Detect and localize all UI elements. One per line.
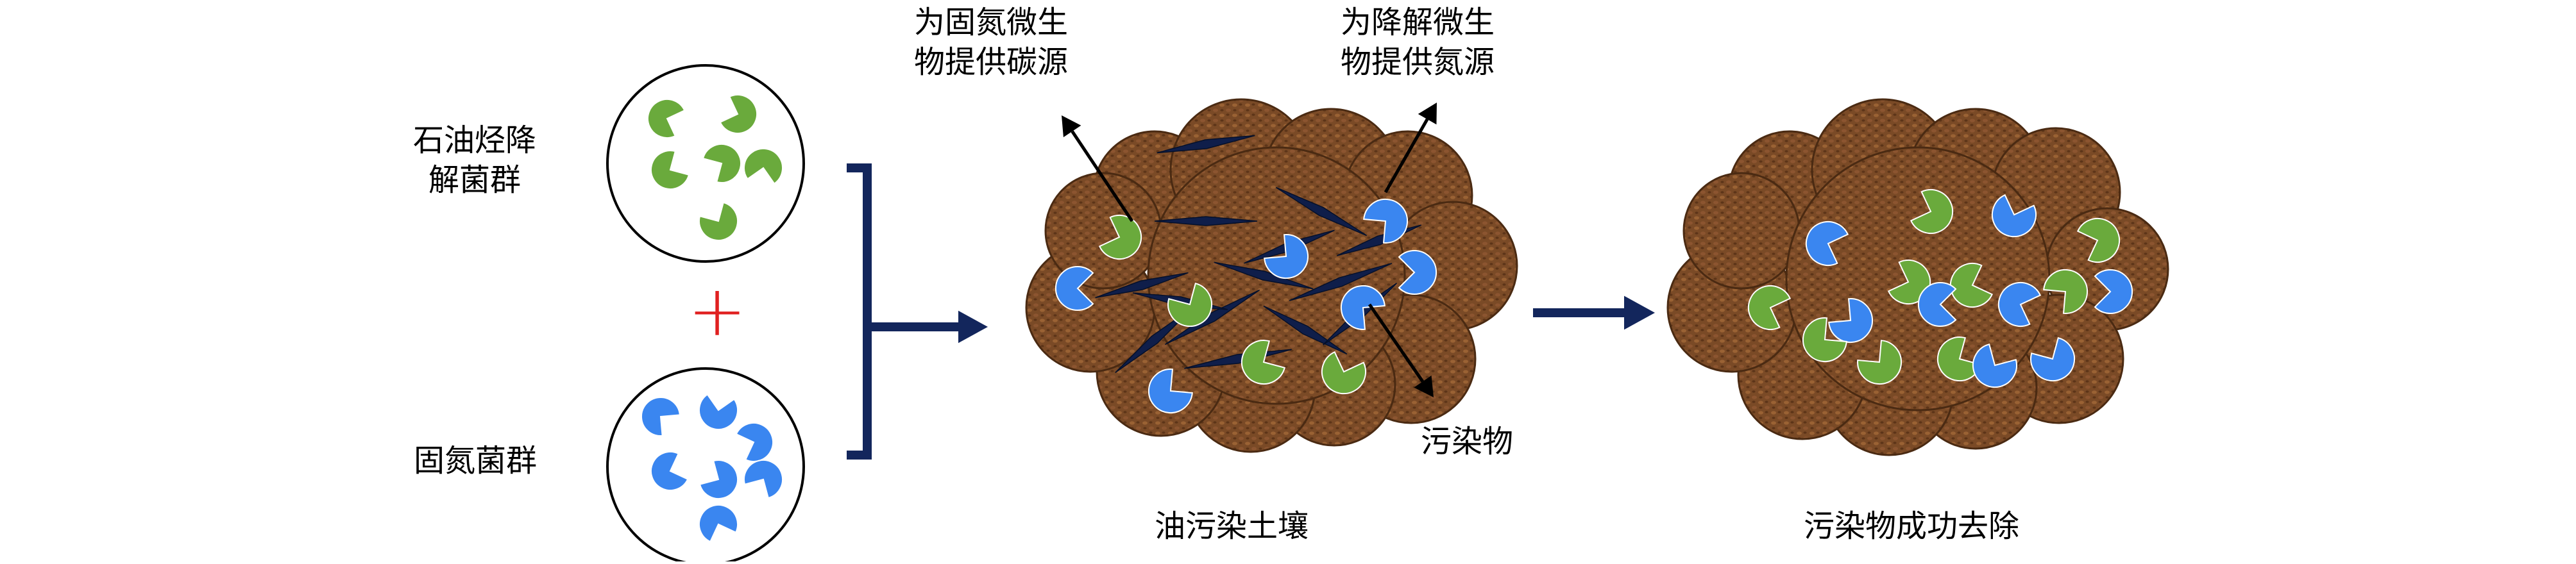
pollutant-needle-icon [1275, 187, 1368, 236]
pollutant-needle-icon [1157, 135, 1255, 154]
fixer-microbe-icon [1398, 250, 1437, 295]
nitrogen-source-note: 为降解微生 物提供氮源 [1341, 4, 1495, 80]
pollutant-label: 污染物 [1421, 424, 1514, 460]
fixer-microbe-icon [1828, 298, 1874, 343]
fixer-microbe-icon [1264, 234, 1309, 279]
pollutant-needle-icon [1095, 272, 1189, 299]
fixer-microbe-icon [699, 394, 738, 430]
degrader-microbe-icon [647, 99, 686, 138]
degrader-microbe-icon [1241, 340, 1286, 385]
degrader-microbe-icon [1747, 285, 1792, 330]
fixer-microbe-icon [699, 460, 739, 499]
fixer-microbe-icon [1997, 281, 2042, 327]
carbon-note-arrow-shaft [1071, 130, 1134, 222]
pollutant-removed-label: 污染物成功去除 [1803, 508, 2019, 544]
fixer-microbe-icon [1805, 220, 1849, 266]
fixer-microbe-icon [2094, 269, 2133, 314]
fixer-microbe-icon [1363, 199, 1409, 244]
plus-sign: + [688, 270, 747, 352]
pollutant-needle-icon [1214, 261, 1314, 290]
nitrogen-note-arrow-shaft [1384, 118, 1429, 194]
carbon-source-note: 为固氮微生 物提供碳源 [914, 4, 1069, 80]
oil-soil-cloud-lobe [1044, 172, 1162, 290]
degrader-microbe-icon [1857, 340, 1902, 385]
fixer-microbe-icon [640, 397, 681, 436]
degrader-microbe-icon [1910, 189, 1954, 235]
pollutant-arrow-shaft [1368, 303, 1425, 383]
fixer-microbe-icon [2030, 336, 2076, 382]
fixer-microbe-icon [1055, 266, 1094, 311]
degrader-microbe-icon [650, 150, 690, 190]
clean-soil-cloud-lobe [1682, 172, 1801, 290]
combine-bracket [847, 163, 872, 460]
petroleum-degrader-label: 石油烃降 解菌群 [412, 122, 536, 198]
fixer-microbe-icon [1148, 369, 1193, 413]
degrader-microbe-icon [2076, 217, 2121, 263]
nitrogen-note-arrow-head [1418, 103, 1437, 125]
degrader-microbe-icon [743, 148, 783, 185]
carbon-note-arrow-head [1062, 115, 1081, 138]
pollutant-needle-icon [1154, 216, 1258, 226]
fixer-microbe-icon [699, 504, 738, 543]
degrader-microbe-icon [1321, 351, 1366, 395]
remediation-arrow-head [1624, 295, 1655, 330]
fixer-microbe-icon [1972, 343, 2017, 388]
fixer-microbe-icon [650, 451, 689, 491]
degrader-microbe-icon [1098, 215, 1142, 260]
pollutant-needle-icon [1289, 263, 1393, 301]
fixer-microbe-icon [1991, 194, 2037, 238]
nitrogen-fixer-label: 固氮菌群 [413, 443, 537, 479]
degrader-microbe-icon [1802, 317, 1847, 362]
degrader-microbe-icon [2043, 269, 2089, 314]
combine-arrow-head [958, 310, 988, 344]
degrader-microbe-icon [702, 144, 742, 183]
oil-contaminated-soil-label: 油污染土壤 [1154, 508, 1309, 544]
degrader-microbe-icon [1936, 336, 1982, 382]
degrader-microbe-icon [719, 94, 758, 134]
degrader-microbe-icon [1167, 282, 1213, 328]
degrader-microbe-icon [699, 201, 738, 242]
fixer-microbe-icon [1918, 282, 1957, 327]
pollutant-arrow-head [1414, 375, 1434, 397]
fixer-microbe-icon [1340, 285, 1385, 330]
fixer-microbe-icon [743, 459, 783, 499]
